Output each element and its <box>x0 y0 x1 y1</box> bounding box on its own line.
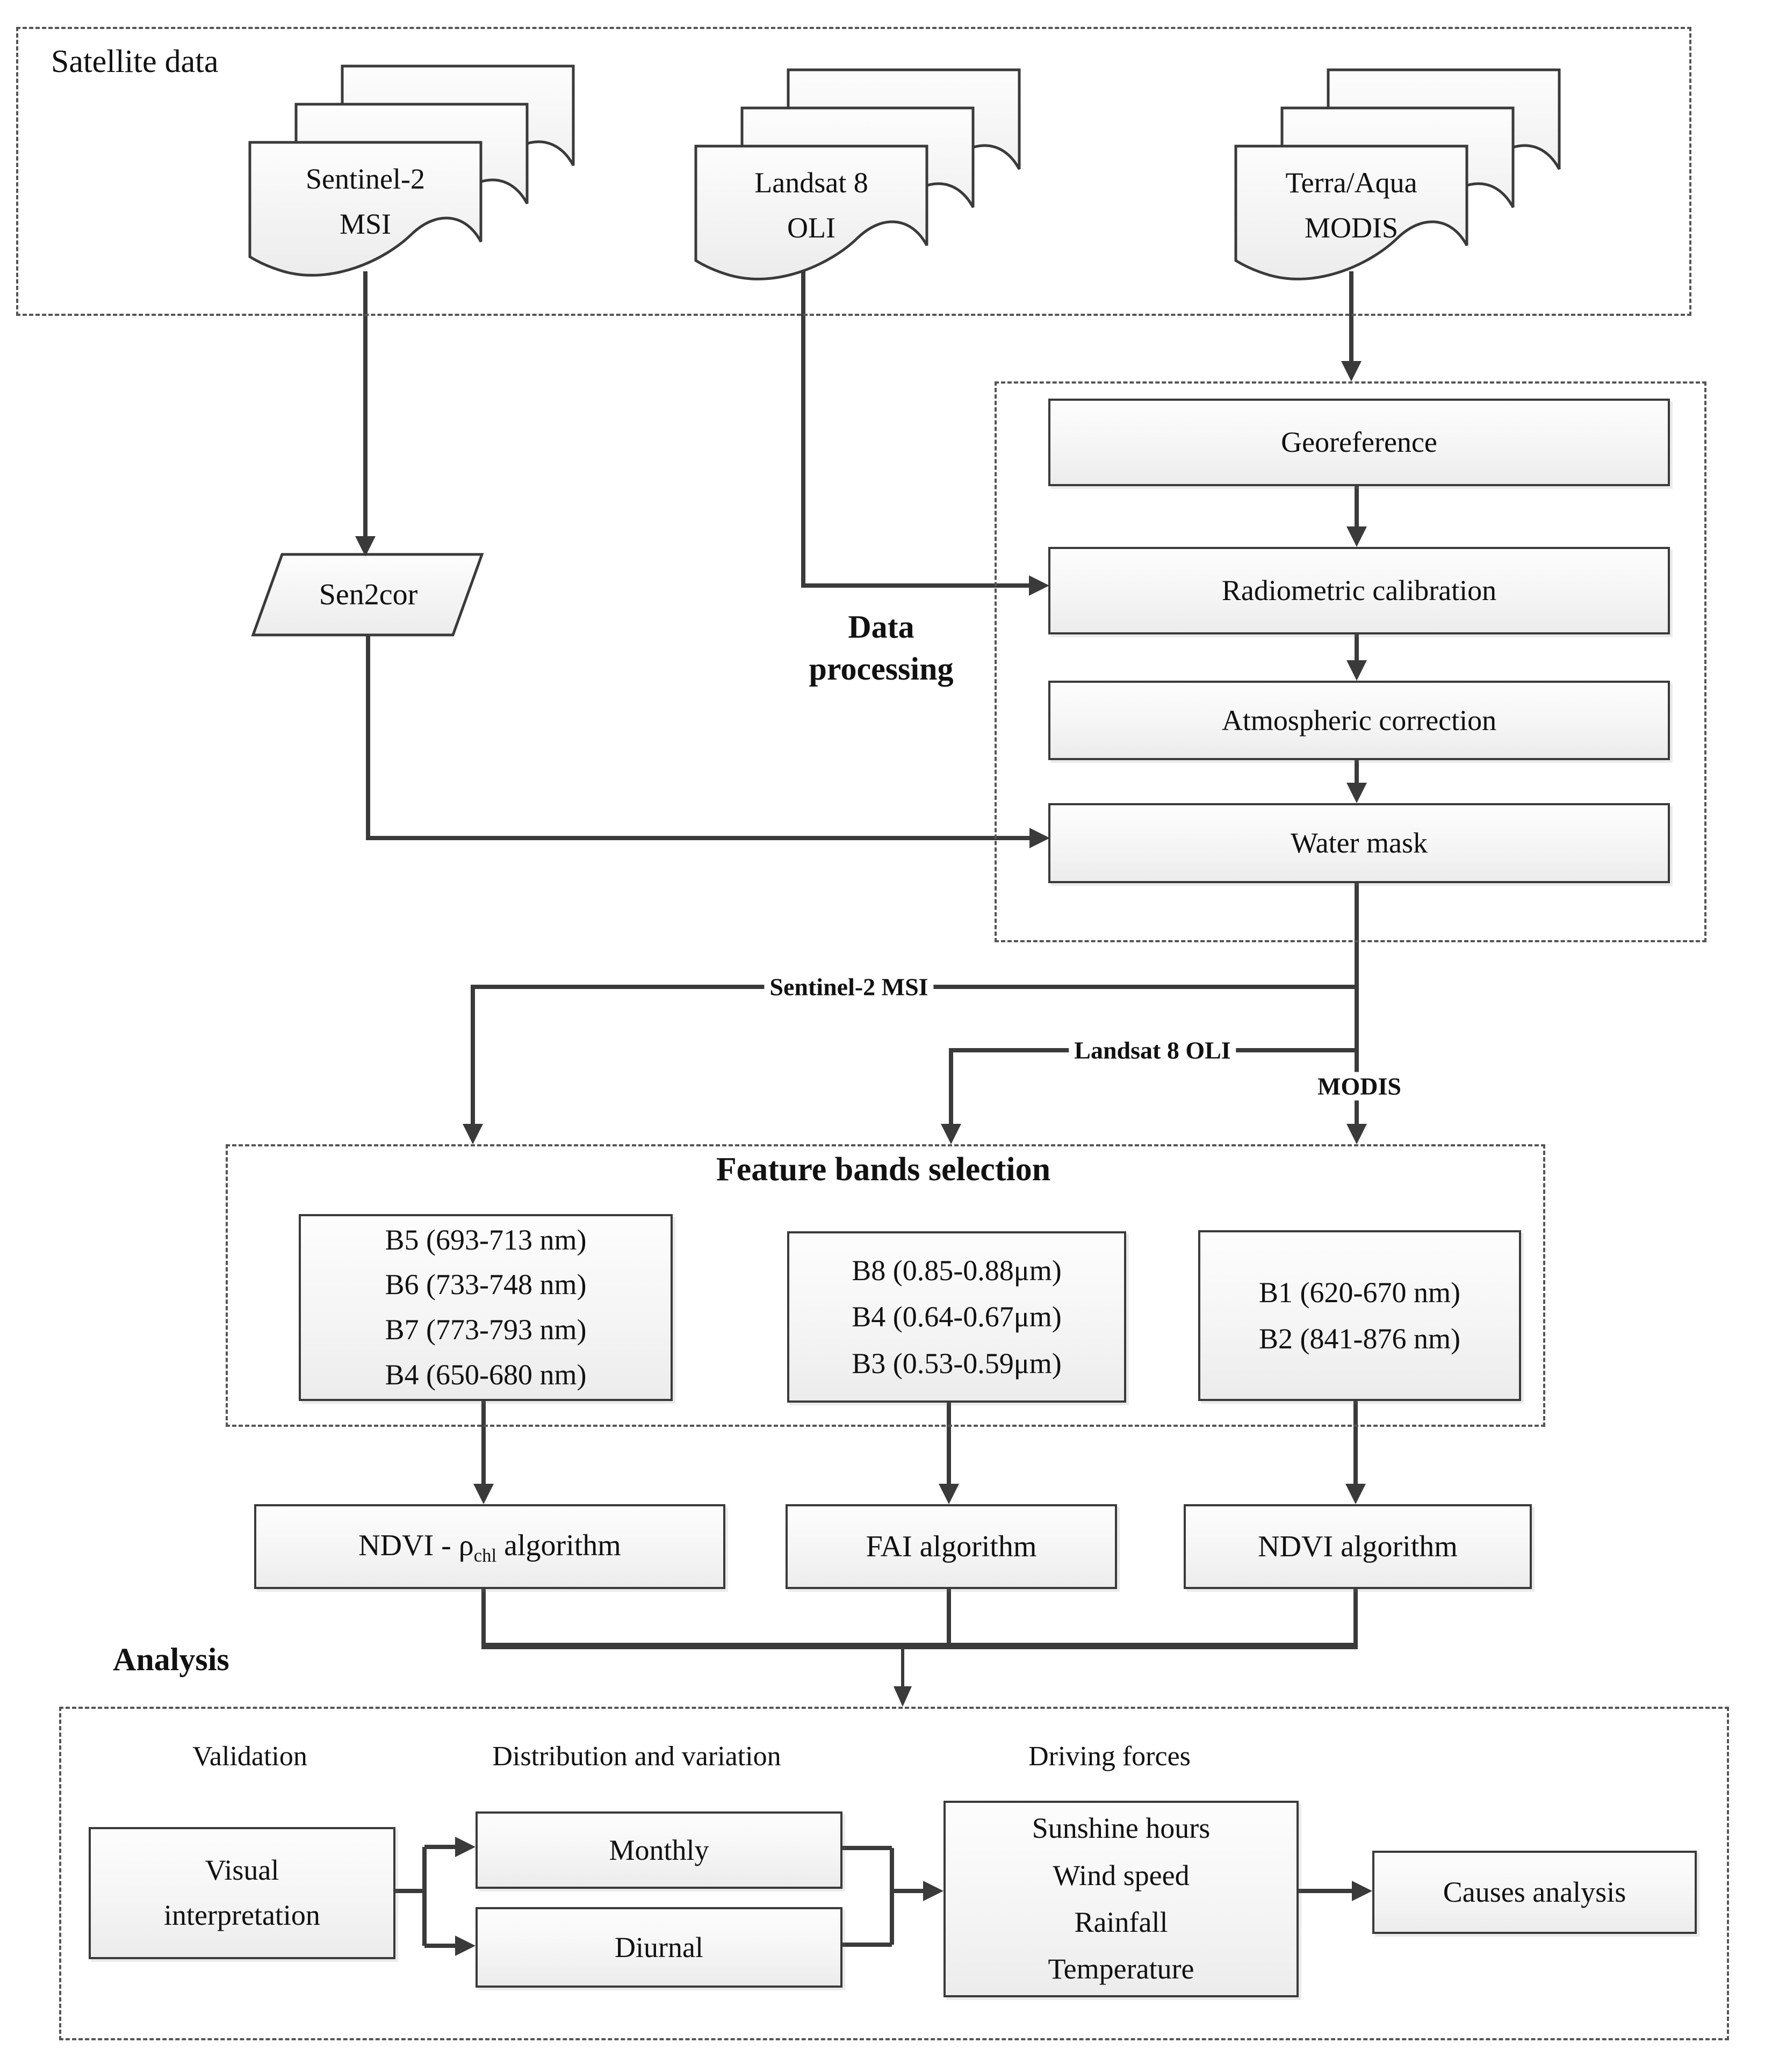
driving-item-sunshine: Sunshine hours <box>1032 1812 1211 1845</box>
step-radiometric-calibration-label: Radiometric calibration <box>1221 574 1497 607</box>
monthly-label: Monthly <box>609 1833 709 1866</box>
driving-item-rainfall: Rainfall <box>1074 1906 1168 1938</box>
data-processing-title-line2: processing <box>809 651 954 687</box>
driving-forces-box: Sunshine hours Wind speed Rainfall Tempe… <box>943 1801 1299 1997</box>
modis-bands-box: B1 (620-670 nm) B2 (841-876 nm) <box>1198 1230 1521 1401</box>
feature-bands-title: Feature bands selection <box>716 1151 1051 1188</box>
wire-label-modis: MODIS <box>1312 1072 1407 1101</box>
sentinel2-band-b5: B5 (693-713 nm) <box>385 1223 587 1256</box>
landsat8-sensor: OLI <box>787 211 836 244</box>
landsat8-name: Landsat 8 <box>754 167 868 199</box>
data-processing-section-title: Data processing <box>774 606 989 690</box>
analysis-section-title: Analysis <box>113 1642 229 1677</box>
arrowheads <box>355 361 1372 1956</box>
modis-sensor: MODIS <box>1304 211 1399 244</box>
data-processing-group-box <box>995 381 1706 942</box>
visual-interpretation-box: Visual interpretation <box>89 1827 395 1959</box>
modis-name: Terra/Aqua <box>1285 167 1417 199</box>
sentinel2-sensor: MSI <box>339 207 392 240</box>
fai-algorithm-box: FAI algorithm <box>786 1504 1117 1589</box>
sentinel2-band-b6: B6 (733-748 nm) <box>385 1268 587 1301</box>
sentinel2-bands-box: B5 (693-713 nm) B6 (733-748 nm) B7 (773-… <box>299 1214 673 1401</box>
analysis-group-box <box>59 1707 1729 2040</box>
data-processing-title-line1: Data <box>848 609 914 645</box>
step-water-mask-label: Water mask <box>1290 827 1428 859</box>
header-driving-forces: Driving forces <box>1028 1741 1191 1772</box>
causes-analysis-label: Causes analysis <box>1443 1876 1626 1908</box>
sentinel2-document-label: Sentinel-2 MSI <box>253 157 478 247</box>
landsat8-document-label: Landsat 8 OLI <box>698 161 924 250</box>
diurnal-label: Diurnal <box>615 1931 703 1963</box>
flow-lines <box>363 271 1359 1948</box>
ndvi-algorithm-box: NDVI algorithm <box>1184 1504 1532 1589</box>
sen2cor-parallelogram <box>251 553 484 637</box>
modis-band-b2: B2 (841-876 nm) <box>1259 1323 1460 1355</box>
landsat8-band-b8: B8 (0.85-0.88μm) <box>852 1254 1062 1287</box>
monthly-box: Monthly <box>476 1811 842 1889</box>
feature-bands-group-box <box>226 1144 1545 1427</box>
modis-document-label: Terra/Aqua MODIS <box>1238 161 1464 250</box>
header-distribution-variation: Distribution and variation <box>492 1741 781 1772</box>
step-georeference: Georeference <box>1048 399 1670 486</box>
diurnal-box: Diurnal <box>476 1907 842 1988</box>
wire-label-landsat8-oli: Landsat 8 OLI <box>1069 1036 1236 1065</box>
sentinel2-name: Sentinel-2 <box>306 163 425 195</box>
sentinel2-band-b4: B4 (650-680 nm) <box>385 1358 587 1391</box>
step-atmospheric-correction-label: Atmospheric correction <box>1221 704 1497 737</box>
sen2cor-label: Sen2cor <box>319 578 418 611</box>
causes-analysis-box: Causes analysis <box>1372 1851 1697 1934</box>
driving-item-temperature: Temperature <box>1048 1953 1194 1986</box>
ndvi-algorithm-label: NDVI algorithm <box>1258 1530 1458 1563</box>
satellite-data-section-title: Satellite data <box>51 44 219 79</box>
ndvi-chl-algorithm-label: NDVI - ρchl algorithm <box>358 1529 621 1566</box>
sentinel2-band-b7: B7 (773-793 nm) <box>385 1313 587 1346</box>
step-water-mask: Water mask <box>1048 803 1670 883</box>
visual-interpretation-line2: interpretation <box>164 1899 320 1931</box>
step-radiometric-calibration: Radiometric calibration <box>1048 547 1670 634</box>
fai-algorithm-label: FAI algorithm <box>866 1530 1037 1563</box>
driving-item-wind: Wind speed <box>1053 1859 1190 1891</box>
landsat8-band-b3: B3 (0.53-0.59μm) <box>852 1347 1062 1380</box>
step-atmospheric-correction: Atmospheric correction <box>1048 681 1670 760</box>
modis-band-b1: B1 (620-670 nm) <box>1259 1276 1460 1309</box>
visual-interpretation-line1: Visual <box>205 1854 279 1887</box>
ndvi-chl-algorithm-box: NDVI - ρchl algorithm <box>254 1504 725 1589</box>
header-validation: Validation <box>192 1741 307 1772</box>
step-georeference-label: Georeference <box>1281 426 1437 458</box>
landsat8-band-b4: B4 (0.64-0.67μm) <box>852 1301 1062 1333</box>
satellite-data-group-box <box>16 27 1691 316</box>
landsat8-bands-box: B8 (0.85-0.88μm) B4 (0.64-0.67μm) B3 (0.… <box>787 1231 1126 1403</box>
wire-label-sentinel2-msi: Sentinel-2 MSI <box>764 972 934 1001</box>
